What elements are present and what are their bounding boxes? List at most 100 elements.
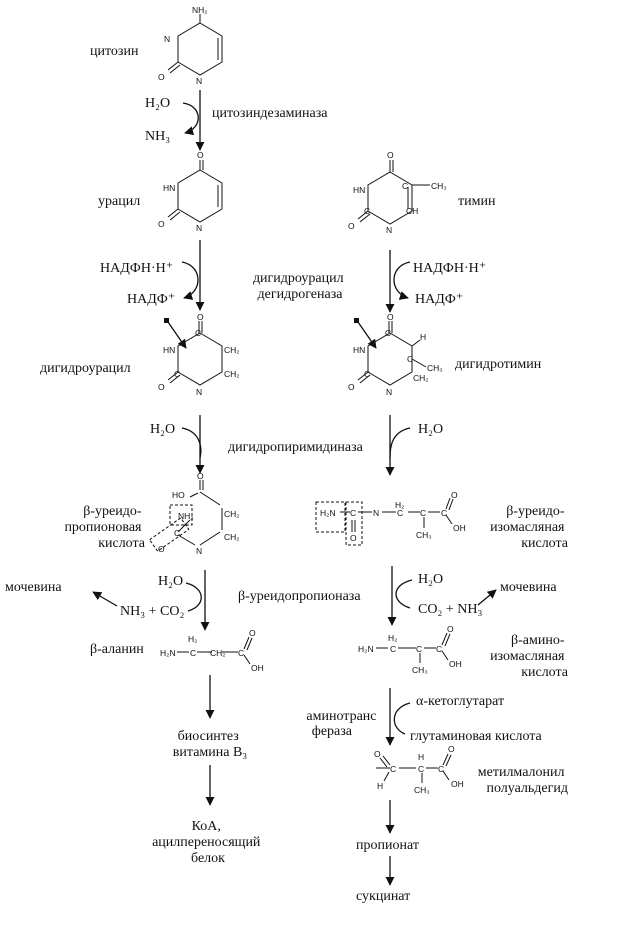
ureidoisobutyric-h2n: H₂N	[320, 508, 336, 518]
aminoisobutyric-c2: C	[416, 644, 422, 654]
dihydrouracil-hn: HN	[163, 345, 175, 355]
b3-line1: биосинтез	[178, 729, 240, 744]
dashed-box-nh2	[169, 504, 193, 526]
side-arrow-h2o-nh3	[182, 102, 199, 136]
h2o-1: H₂O	[145, 96, 170, 111]
cytosine-n: N	[164, 34, 170, 44]
ureidoisobutyric-c3: C	[420, 508, 426, 518]
methylmalonyl-ch3: CH₃	[414, 785, 430, 795]
dihydrouracil-nh: N	[196, 387, 202, 397]
dihydrothymine-h: H	[420, 332, 426, 342]
aminoisobutyric-structure: H₂N H₂ C C CH₃ C O OH	[358, 624, 462, 675]
side-arrow-h2o-right	[389, 427, 411, 459]
alanine-oh: OH	[251, 663, 264, 673]
methylmalonyl-line1: метилмалонил	[478, 765, 565, 780]
dihydrothymine-ch2: CH₂	[413, 373, 429, 383]
aminoisobutyric-ch3: CH₃	[412, 665, 428, 675]
aminoisobutyric-h2n: H₂N	[358, 644, 374, 654]
aminoisobutyric-h2: H₂	[388, 633, 397, 643]
methylmalonyl-c1: C	[390, 764, 396, 774]
nadp-right: НАДФ⁺	[415, 292, 463, 307]
uracil-o2: O	[158, 219, 165, 229]
aminotransferase-label: аминотранс фераза	[306, 709, 380, 739]
coa-line3: белок	[191, 851, 225, 866]
ureidoisobutyric-c4: C	[441, 508, 447, 518]
aminotransferase-line2: фераза	[312, 724, 353, 739]
ureidopropionic-ch2a: CH₂	[224, 509, 240, 519]
uracil-o4: O	[197, 150, 204, 160]
alanine-h2n: H₂N	[160, 648, 176, 658]
dihydrothymine-c2: C	[364, 369, 370, 379]
ureidoisobutyric-label: β-уреидо- изомасляная кислота	[490, 504, 569, 551]
h2o-3: H₂O	[158, 574, 183, 589]
ureidopropionic-ho: HO	[172, 490, 185, 500]
uracil-label: урацил	[98, 194, 140, 209]
dihydrothymine-c5: C	[407, 354, 413, 364]
methylmalonyl-c2: C	[418, 764, 424, 774]
nh3-co2: NH₃ + CO₂	[120, 604, 184, 619]
methylmalonyl-oh: OH	[451, 779, 464, 789]
thymine-hn: HN	[353, 185, 365, 195]
ureidopropionic-line3: кислота	[98, 536, 146, 551]
ureidopropionic-line1: β-уреидо-	[83, 504, 142, 519]
methylmalonyl-label: метилмалонил полуальдегид	[478, 765, 568, 796]
thymine-label: тимин	[458, 194, 496, 209]
alanine-c1: C	[190, 648, 196, 658]
aminoisobutyric-label: β-амино- изомасляная кислота	[490, 633, 569, 680]
ureidoisobutyric-c: C	[350, 508, 356, 518]
h2o-right: H₂O	[418, 422, 443, 437]
thymine-o4: O	[387, 150, 394, 160]
side-arrow-h2o-3	[185, 582, 202, 612]
methylmalonyl-h2: H	[418, 752, 424, 762]
dihydrothymine-nh: N	[386, 387, 392, 397]
co2-nh3: CO₂ + NH₃	[418, 602, 482, 617]
side-arrow-nadph-left	[181, 261, 199, 300]
side-arrow-h2o-left	[181, 427, 202, 459]
dhd-line1: дигидроурацил	[253, 271, 344, 286]
uracil-hn: HN	[163, 183, 175, 193]
glutamic-label: глутаминовая кислота	[410, 729, 543, 744]
methylmalonyl-c3: C	[438, 764, 444, 774]
ketoglutarate-label: α-кетоглутарат	[416, 694, 504, 709]
ureidopropionic-ch2b: CH₂	[224, 532, 240, 542]
dihydrothymine-o4: O	[387, 312, 394, 322]
thymine-ch3: CH₃	[431, 181, 447, 191]
nh3-1: NH₃	[145, 129, 170, 144]
dihydrouracil-ch2a: CH₂	[224, 345, 240, 355]
alanine-ch2: CH₂	[210, 648, 226, 658]
beta-alanine-label: β-аланин	[90, 642, 144, 657]
thymine-c2: C	[364, 206, 370, 216]
h2o-left: H₂O	[150, 422, 175, 437]
alanine-o: O	[249, 628, 256, 638]
dihydrouracil-label: дигидроурацил	[40, 361, 131, 376]
methylmalonyl-o1: O	[374, 749, 381, 759]
dihydrouracil-o2: O	[158, 382, 165, 392]
dihydrouracil-c4: C	[195, 328, 201, 338]
uracil-structure: O HN O N	[158, 150, 223, 233]
side-arrow-nadph-right	[393, 261, 411, 300]
thymine-c: C	[402, 181, 408, 191]
aminoisobutyric-line3: кислота	[521, 665, 569, 680]
aminoisobutyric-o: O	[447, 624, 454, 634]
dihydrouracil-ch2b: CH₂	[224, 369, 240, 379]
ureidoisobutyric-structure: H₂N C O N H₂ C C CH₃ C O OH	[315, 490, 466, 546]
dihydrouracil-c2: C	[174, 369, 180, 379]
cytosine-structure: NH₂ N O N	[158, 5, 223, 86]
aminoisobutyric-c3: C	[436, 644, 442, 654]
cytosine-nh: N	[196, 76, 202, 86]
side-arrow-h2o-4	[395, 579, 413, 609]
arrow-to-urea-right	[477, 589, 497, 606]
thymine-o2: O	[348, 221, 355, 231]
attack-marker-right	[354, 318, 359, 323]
ureidoisobutyric-line1: β-уреидо-	[506, 504, 565, 519]
coa-line2: ацилпереносящий	[152, 835, 261, 850]
aminotransferase-line1: аминотранс	[306, 709, 376, 724]
ureidoisobutyric-oh: OH	[453, 523, 466, 533]
ureidoisobutyric-ch3: CH₃	[416, 530, 432, 540]
dhd-line2: дегидрогеназа	[258, 287, 344, 302]
dihydrothymine-label: дигидротимин	[455, 357, 542, 372]
beta-alanine-structure: H₂N H₂ C CH₂ C O OH	[160, 628, 264, 673]
dihydrothymine-hn: HN	[353, 345, 365, 355]
aminoisobutyric-line2: изомасляная	[490, 649, 565, 664]
